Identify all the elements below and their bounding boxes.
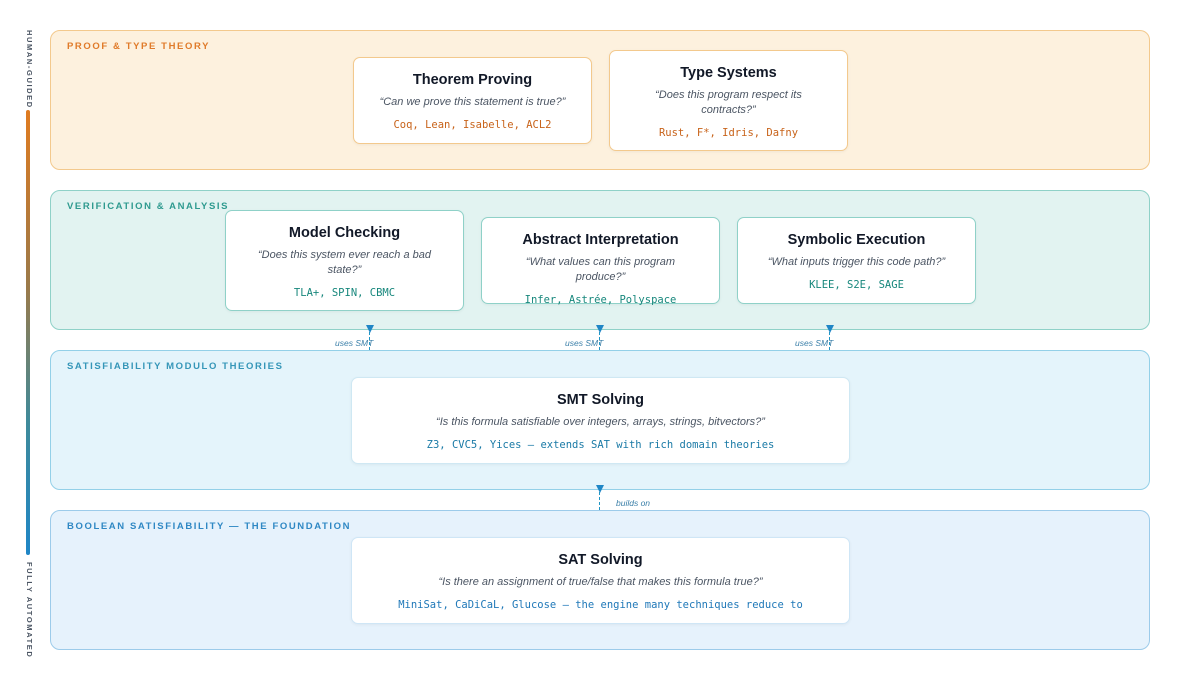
layer-proof-type-theory: PROOF & TYPE THEORY Theorem Proving “Can… <box>50 30 1150 170</box>
card-tools: MiniSat, CaDiCaL, Glucose — the engine m… <box>398 599 803 611</box>
uses-smt-connector <box>829 332 830 350</box>
card-question: “What inputs trigger this code path?” <box>767 256 946 268</box>
card-question: “Does this system ever reach a bad state… <box>257 249 432 276</box>
layer-title: VERIFICATION & ANALYSIS <box>67 201 230 212</box>
layer-smt: SATISFIABILITY MODULO THEORIES SMT Solvi… <box>50 350 1150 490</box>
card-tools: TLA+, SPIN, CBMC <box>293 287 396 299</box>
card-title: Type Systems <box>680 65 777 81</box>
arrow-up-icon <box>366 325 374 333</box>
arrow-up-icon <box>596 485 604 493</box>
arrow-up-icon <box>826 325 834 333</box>
card-question: “What values can this program produce?” <box>525 256 676 283</box>
fully-automated-label: FULLY AUTOMATED <box>25 562 34 659</box>
builds-on-label: builds on <box>616 498 651 508</box>
card-tools: KLEE, S2E, SAGE <box>809 279 904 291</box>
human-guided-label: HUMAN-GUIDED <box>25 30 34 109</box>
uses-smt-connector <box>599 332 600 350</box>
card-title: Abstract Interpretation <box>522 232 679 248</box>
uses-smt-label: uses SMT <box>795 338 834 348</box>
layer-sat: BOOLEAN SATISFIABILITY — THE FOUNDATION … <box>50 510 1150 650</box>
card-sat-solving[interactable]: SAT Solving “Is there an assignment of t… <box>351 537 850 624</box>
automation-gradient-bar <box>26 110 30 555</box>
card-type-systems[interactable]: Type Systems “Does this program respect … <box>609 50 848 151</box>
card-tools: Coq, Lean, Isabelle, ACL2 <box>393 119 552 131</box>
uses-smt-connector <box>369 332 370 350</box>
card-tools: Z3, CVC5, Yices — extends SAT with rich … <box>426 439 775 451</box>
card-question: “Is there an assignment of true/false th… <box>438 576 763 588</box>
layer-title: BOOLEAN SATISFIABILITY — THE FOUNDATION <box>67 521 352 532</box>
card-title: Model Checking <box>288 225 401 241</box>
card-symbolic-execution[interactable]: Symbolic Execution “What inputs trigger … <box>737 217 976 304</box>
card-tools: Infer, Astrée, Polyspace <box>524 294 677 306</box>
card-theorem-proving[interactable]: Theorem Proving “Can we prove this state… <box>353 57 592 144</box>
builds-on-connector <box>599 492 600 510</box>
card-model-checking[interactable]: Model Checking “Does this system ever re… <box>225 210 464 311</box>
card-title: Theorem Proving <box>412 72 533 88</box>
card-title: SMT Solving <box>557 392 644 408</box>
card-smt-solving[interactable]: SMT Solving “Is this formula satisfiable… <box>351 377 850 464</box>
uses-smt-label: uses SMT <box>335 338 374 348</box>
card-tools: Rust, F*, Idris, Dafny <box>658 127 799 139</box>
card-question: “Can we prove this statement is true?” <box>379 96 566 108</box>
card-question: “Is this formula satisfiable over intege… <box>436 416 765 428</box>
card-question: “Does this program respect its contracts… <box>655 89 802 116</box>
card-abstract-interpretation[interactable]: Abstract Interpretation “What values can… <box>481 217 720 306</box>
layer-title: SATISFIABILITY MODULO THEORIES <box>67 361 284 372</box>
layer-verification-analysis: VERIFICATION & ANALYSIS Model Checking “… <box>50 190 1150 330</box>
arrow-up-icon <box>596 325 604 333</box>
card-title: Symbolic Execution <box>787 232 926 248</box>
card-title: SAT Solving <box>558 552 643 568</box>
layer-title: PROOF & TYPE THEORY <box>67 41 211 52</box>
uses-smt-label: uses SMT <box>565 338 604 348</box>
